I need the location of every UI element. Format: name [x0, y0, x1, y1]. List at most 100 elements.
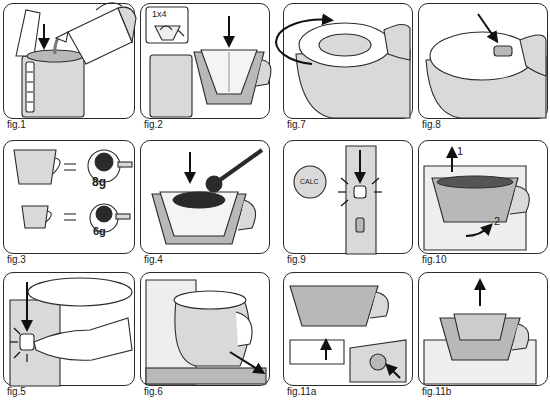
- drawing-part: [27, 91, 33, 92]
- callout-text: 1x4: [152, 10, 167, 19]
- drawing-part: [424, 340, 536, 384]
- drawing-part: [26, 62, 34, 112]
- drawing-part: [296, 50, 410, 118]
- drawing-part: [338, 191, 346, 192]
- drawing-part: [206, 176, 222, 192]
- figure-label: fig.11a: [287, 386, 316, 398]
- drawing-part: [16, 10, 40, 56]
- drawing-part: [228, 52, 229, 92]
- remove-filter-drawing: [424, 150, 529, 250]
- drawing-part: [64, 169, 76, 170]
- drawing-part: [276, 20, 330, 64]
- drawing-part: [95, 153, 113, 171]
- drawing-part: [370, 354, 386, 370]
- drawing-part: [319, 34, 371, 56]
- figure-panel: fig.11b: [418, 272, 548, 386]
- figure-panel: fig.4: [140, 140, 270, 254]
- drawing-part: [27, 81, 33, 82]
- drawing-part: [27, 101, 33, 102]
- figure-label: fig.10: [422, 254, 446, 266]
- figure-label: fig.4: [144, 254, 163, 266]
- drawing-part: [374, 191, 382, 192]
- drawing-part: [512, 324, 529, 350]
- drawing-part: [201, 50, 257, 94]
- power-switch-drawing: [10, 278, 132, 386]
- drawing-part: [175, 300, 249, 366]
- drawing-part: [290, 340, 344, 364]
- drawing-part: [341, 200, 348, 206]
- figure-panel: fig.2: [140, 3, 270, 119]
- drawing-part: [228, 16, 230, 44]
- drawing-part: [10, 341, 18, 342]
- drawing-part: [294, 166, 326, 198]
- figure-label: fig.11b: [422, 386, 451, 398]
- drawing-part: [174, 291, 246, 309]
- drawing-part: [437, 176, 513, 188]
- drawing-part: [26, 282, 28, 328]
- drawing-part: [160, 192, 238, 236]
- drawing-part: [55, 38, 58, 54]
- drawing-part: [388, 366, 400, 378]
- figure-panel: fig.11a: [283, 272, 413, 386]
- figure-panel: fig.8: [418, 3, 548, 119]
- figure-panel: fig.5: [3, 272, 135, 386]
- drawing-part: [118, 7, 136, 42]
- drawing-part: [256, 60, 271, 86]
- drawing-part: [220, 150, 262, 180]
- callout-text: CALC: [300, 178, 319, 185]
- figure-panel: fig.10: [418, 140, 548, 254]
- drawing-part: [236, 312, 252, 346]
- drawing-part: [384, 24, 410, 60]
- drawing-part: [160, 26, 172, 30]
- filter-paper-drawing: [146, 7, 271, 117]
- drawing-part: [146, 7, 188, 43]
- lift-filter-drawing: [424, 282, 536, 384]
- drawing-part: [290, 286, 378, 326]
- drawing-part: [194, 52, 264, 104]
- drawing-part: [350, 340, 406, 382]
- calc-button-drawing: [294, 146, 382, 254]
- coffee-dose-drawing: [14, 150, 132, 232]
- figure-label: fig.1: [7, 119, 26, 131]
- drawing-part: [150, 55, 192, 117]
- drawing-part: [26, 354, 27, 362]
- add-coffee-drawing: [152, 150, 262, 244]
- drawing-part: [478, 14, 496, 40]
- drawing-part: [14, 352, 20, 358]
- drawing-part: [178, 30, 184, 36]
- drawing-part: [440, 318, 520, 360]
- figure-panel: fig.7: [283, 3, 413, 119]
- drawing-part: [189, 152, 191, 180]
- drawing-part: [68, 8, 132, 64]
- drawing-part: [230, 352, 262, 372]
- figure-panel: fig.9: [283, 140, 413, 254]
- drawing-part: [46, 211, 51, 222]
- figure-panel: fig.3: [3, 140, 135, 254]
- drawing-part: [96, 206, 112, 222]
- callout-text: 2: [494, 216, 500, 227]
- drawing-part: [372, 178, 379, 184]
- drawing-part: [426, 56, 546, 118]
- drawing-part: [341, 178, 348, 184]
- figure-label: fig.8: [422, 119, 441, 131]
- drawing-part: [146, 368, 266, 384]
- callout-text: 1: [457, 146, 463, 157]
- drawing-part: [479, 282, 481, 306]
- drawing-part: [238, 200, 256, 230]
- figure-label: fig.6: [144, 386, 163, 398]
- drawing-part: [64, 219, 76, 220]
- callout-text: 8g: [92, 176, 106, 188]
- drawing-part: [28, 278, 132, 306]
- drawing-part: [451, 150, 453, 172]
- drawing-part: [432, 178, 518, 222]
- drawing-part: [146, 280, 196, 384]
- drawing-part: [325, 342, 327, 360]
- drawing-part: [20, 334, 34, 350]
- drawing-part: [359, 150, 361, 180]
- drawing-part: [118, 162, 132, 167]
- carafe-lid-turn-drawing: [276, 20, 410, 118]
- drawing-part: [64, 163, 76, 164]
- drawing-part: [454, 314, 506, 340]
